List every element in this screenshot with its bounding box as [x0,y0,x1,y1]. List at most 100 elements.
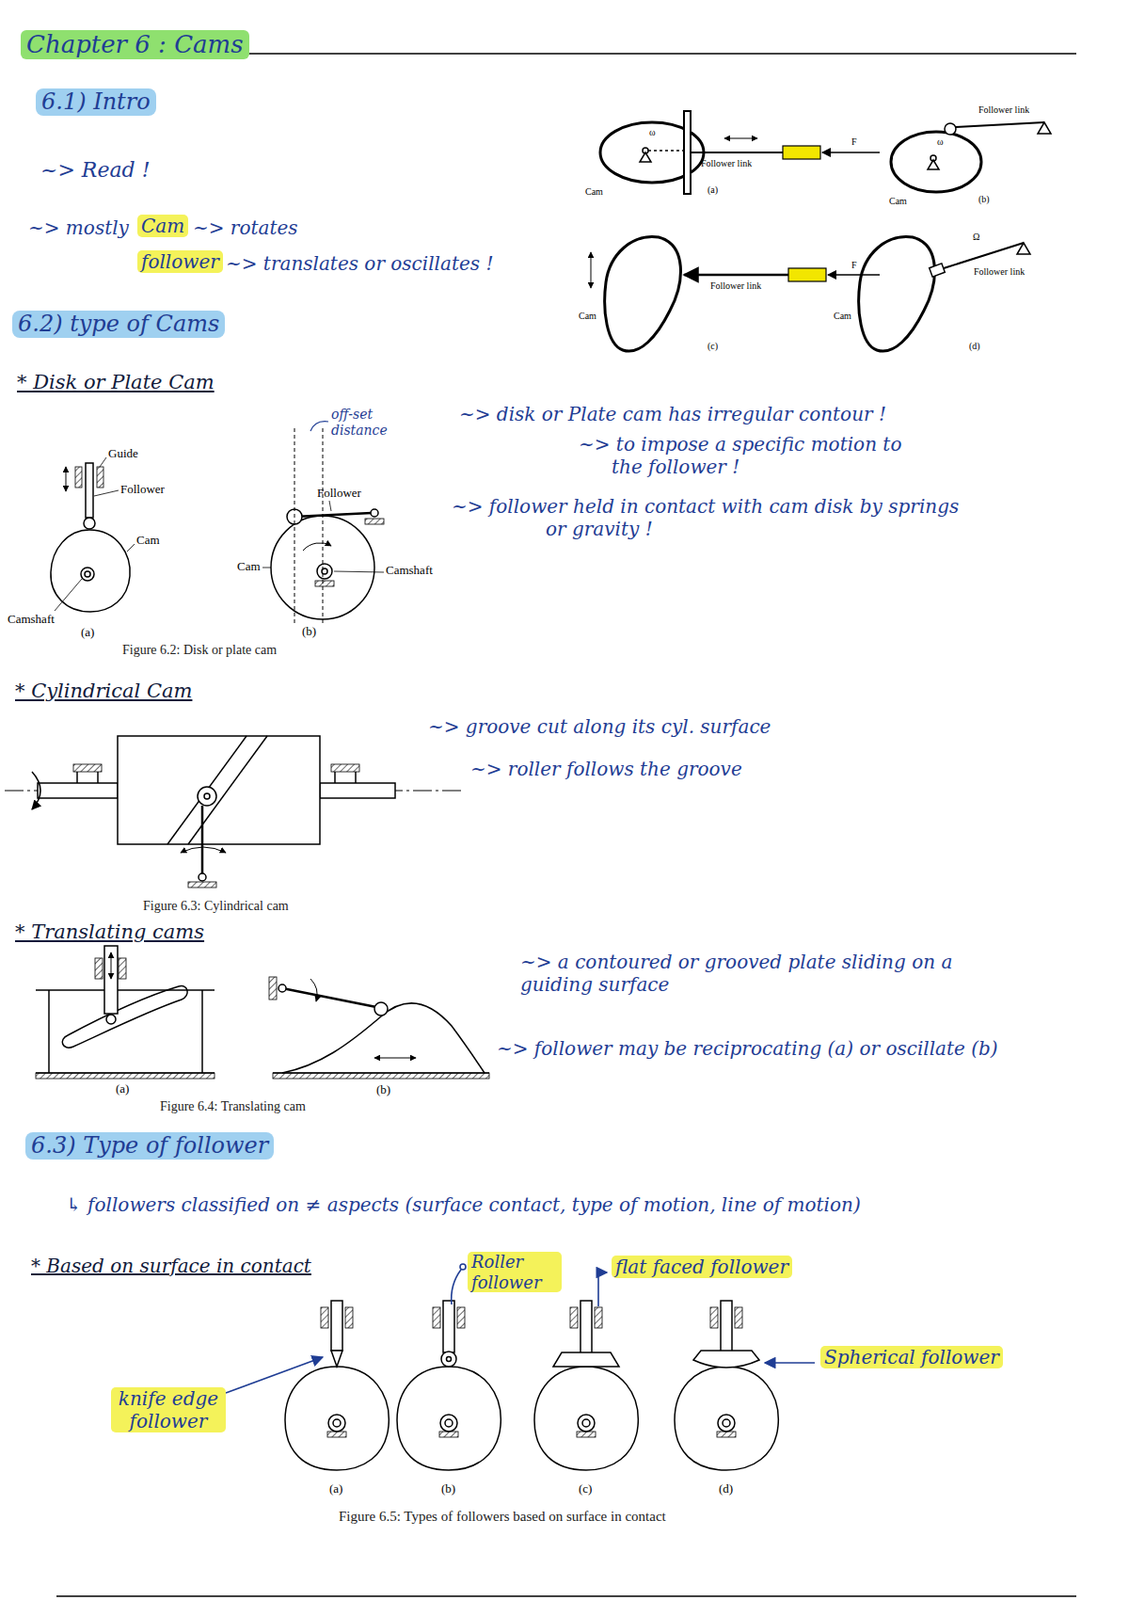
subheading: * Cylindrical Cam [15,679,192,703]
cam-rocker-sketch [858,237,936,352]
spherical-follower-cam [674,1366,779,1470]
knife-edge-follower-cam [320,1306,329,1328]
disk-cam-oscillating [370,508,379,517]
spherical-follower-cam [693,1350,760,1368]
disk-cam-oscillating [294,512,372,517]
cam-translating-follower-sketch [683,273,789,277]
disk-cam-oscillating [302,542,332,551]
figure-label: Camshaft [7,611,55,627]
knife-edge-follower-cam [331,1350,343,1367]
cam-rocker-sketch [943,242,1024,269]
cylindrical-cam [201,805,205,875]
section-heading: 6.3) Type of follower [25,1131,274,1160]
handwritten-note: ~> translates or oscillates ! [225,252,493,275]
figure-label: Follower link [700,158,752,170]
roller-follower-cam [457,1306,465,1328]
cam-oscillating-follower-sketch [890,122,1051,192]
handwritten-note: ~> a contoured or grooved plate sliding … [520,950,972,996]
disk-cam-oscillating [329,500,332,511]
figure-label: F [851,259,858,271]
translating-cam-wedge [269,976,277,1000]
disk-cam-reciprocating [54,578,82,611]
knife-edge-follower-cam [328,1414,346,1432]
handwritten-note: ↳ followers classified on ≠ aspects (sur… [65,1192,1101,1216]
cam-flat-follower-sketch [600,111,880,194]
translating-cam-wedge [272,1072,490,1079]
translating-cam-slot [35,945,215,1079]
translating-cam-wedge [374,1001,388,1016]
cylindrical-cam [333,771,336,783]
translating-cam-wedge [269,976,490,1079]
disk-cam-oscillating [322,428,324,623]
disk-cam-reciprocating [84,571,91,577]
figure-label: (b) [300,623,319,639]
translating-cam-wedge [282,1002,485,1073]
translating-cam-slot [118,957,127,979]
translating-cam-wedge [374,1057,416,1059]
cam-translating-follower-sketch [590,252,592,288]
spherical-follower-cam [717,1414,735,1432]
disk-cam-reciprocating [65,466,67,492]
spherical-follower-cam [716,1431,736,1437]
figure-label: (d) [718,1480,733,1496]
cylindrical-cam [180,846,226,853]
page-title: Chapter 6 : Cams [20,30,250,60]
cylindrical-cam [197,786,217,806]
knife-edge-follower-cam [333,1418,341,1427]
cylindrical-cam [188,735,268,844]
figure-label: Cam [833,310,852,322]
highlighted-term: Spherical follower [820,1345,1003,1368]
translating-cam-slot [47,989,50,1073]
cylindrical-cam [31,771,41,810]
roller-follower-cam [441,1351,457,1367]
figure-label: Follower [120,481,165,497]
handwritten-note: ~> Read ! [40,158,150,183]
cylindrical-cam [204,793,210,799]
translating-cam-slot [35,1072,215,1079]
figure-label: (a) [329,1480,343,1496]
translating-cam-slot [95,957,103,979]
handwritten-note: off-set distance [331,406,403,439]
flat-faced-follower-cam [577,1414,595,1432]
figure-label: Cam [578,310,597,322]
cam-rocker-sketch [1017,242,1031,255]
page-rules [218,52,1077,55]
roller-follower-cam [443,1300,455,1352]
cam-oscillating-follower-sketch [890,131,982,192]
cylindrical-cam [4,735,462,888]
section-heading: 6.1) Intro [35,88,157,116]
handwritten-note: ~> follower held in contact with cam dis… [451,494,965,541]
translating-cam-slot [106,1014,116,1024]
figure-label: Cam [889,195,907,207]
figure-label: Cam [585,186,604,198]
section-heading: 6.2) type of Cams [12,310,225,338]
leader-arrows [460,1263,466,1270]
figure-caption: Figure 6.3: Cylindrical cam [143,898,289,915]
roller-follower-cam [432,1306,441,1328]
figure-label: (c) [578,1480,592,1496]
leader-arrows [451,1269,462,1304]
cam-oscillating-follower-sketch [927,159,939,170]
cylindrical-cam [117,735,320,844]
figure-label: Camshaft [385,562,433,578]
subheading: * Based on surface in contact [31,1254,312,1277]
translating-cam-slot [201,989,204,1073]
cam-oscillating-follower-sketch [944,123,956,135]
flat-faced-follower-cam [594,1306,603,1328]
flat-faced-follower-cam [534,1300,638,1470]
cam-flat-follower-sketch [822,151,880,154]
page-rules [56,1594,1077,1597]
cam-oscillating-follower-sketch [1037,122,1051,134]
translating-cam-wedge [278,984,287,992]
cylindrical-cam [76,771,79,783]
figure-caption: Figure 6.2: Disk or plate cam [122,642,277,659]
figure-label: Follower link [973,266,1025,278]
flat-faced-follower-cam [534,1366,638,1470]
cam-rocker-sketch [929,263,946,277]
cylindrical-cam [96,771,99,783]
knife-edge-follower-cam [345,1306,353,1328]
cam-flat-follower-sketch [724,138,758,140]
page-rules [56,53,1077,1596]
cam-flat-follower-sketch [683,111,691,194]
